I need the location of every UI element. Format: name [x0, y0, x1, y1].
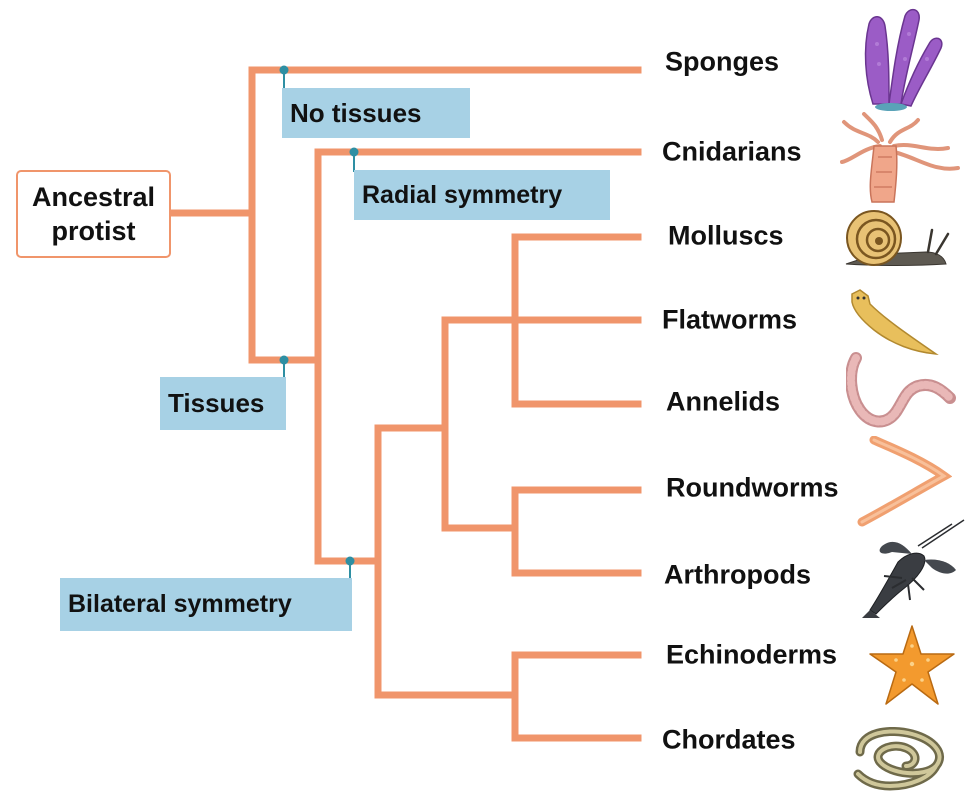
- node-dot-bilateral: [346, 557, 355, 566]
- taxon-arthropods: Arthropods: [664, 560, 811, 591]
- label-bilateral-symmetry: Bilateral symmetry: [60, 578, 352, 631]
- lobster-icon: [852, 518, 968, 620]
- node-dot-tissues: [280, 356, 289, 365]
- earthworm-icon: [846, 350, 956, 434]
- taxon-cnidarians: Cnidarians: [662, 137, 802, 168]
- label-tissues: Tissues: [160, 377, 286, 430]
- snake-icon: [850, 712, 962, 792]
- taxon-chordates: Chordates: [662, 725, 796, 756]
- taxon-flatworms: Flatworms: [662, 305, 797, 336]
- sponge-icon: [855, 4, 950, 114]
- node-dot-no-tissues: [280, 66, 289, 75]
- label-no-tissues: No tissues: [282, 88, 470, 138]
- node-dot-radial: [350, 148, 359, 157]
- branch-deuterostome: [515, 655, 638, 738]
- branch-ecdysozoa: [515, 490, 638, 573]
- label-radial-symmetry: Radial symmetry: [354, 170, 610, 220]
- roundworm-icon: [852, 436, 952, 528]
- taxon-echinoderms: Echinoderms: [666, 640, 837, 671]
- snail-icon: [836, 208, 952, 270]
- taxon-annelids: Annelids: [666, 387, 780, 418]
- jellyfish-icon: [838, 112, 964, 204]
- ancestral-protist-label: Ancestral protist: [32, 180, 155, 248]
- taxon-sponges: Sponges: [665, 47, 779, 78]
- taxon-roundworms: Roundworms: [666, 473, 839, 504]
- taxon-molluscs: Molluscs: [668, 221, 784, 252]
- sea-star-icon: [866, 624, 958, 708]
- branch-proto-split: [445, 320, 515, 528]
- ancestral-protist-box: Ancestral protist: [16, 170, 171, 258]
